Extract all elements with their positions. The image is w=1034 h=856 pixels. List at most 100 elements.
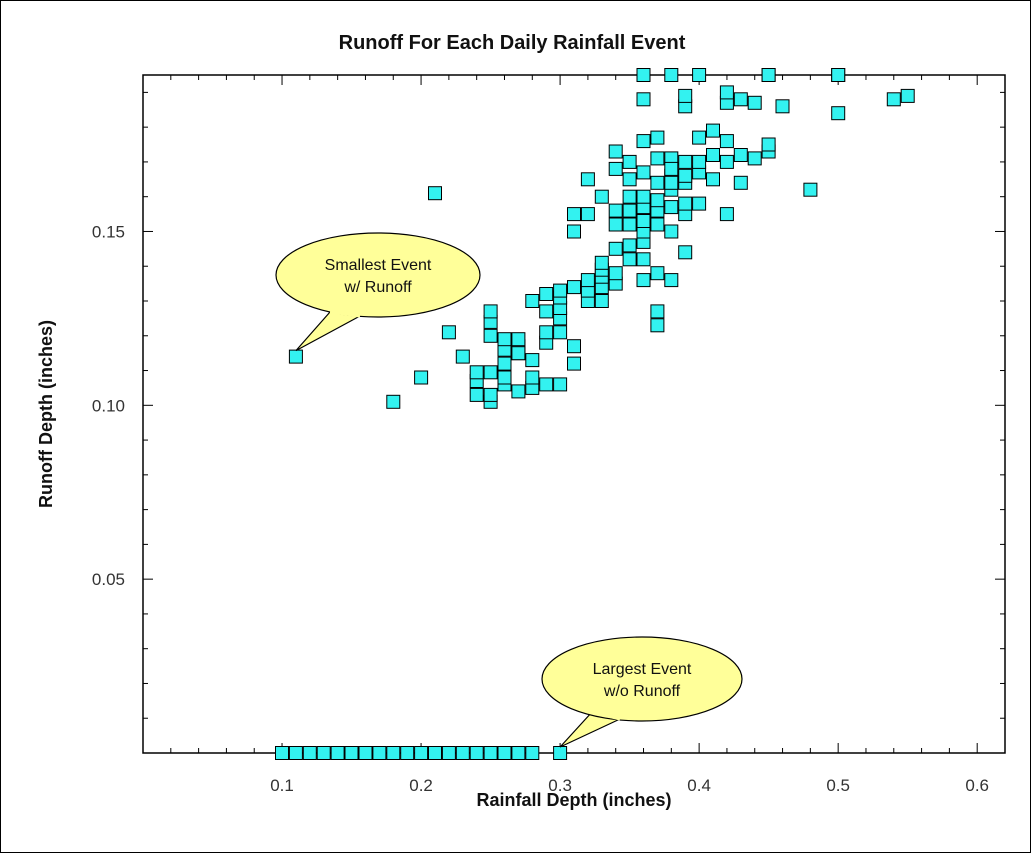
data-point bbox=[525, 746, 540, 760]
data-point bbox=[567, 224, 581, 239]
data-point bbox=[608, 241, 623, 256]
data-point bbox=[344, 746, 359, 760]
x-tick-label: 0.5 bbox=[826, 776, 850, 795]
data-point bbox=[650, 151, 665, 166]
data-point bbox=[483, 304, 498, 319]
data-point bbox=[622, 189, 637, 204]
callout-text: w/ Runoff bbox=[343, 279, 412, 296]
data-point bbox=[386, 394, 401, 409]
plot-area bbox=[142, 74, 1006, 754]
data-point bbox=[483, 365, 498, 380]
data-point bbox=[608, 144, 623, 159]
data-point bbox=[539, 325, 554, 340]
data-point bbox=[567, 356, 581, 371]
data-point bbox=[622, 252, 637, 267]
data-point bbox=[539, 287, 554, 301]
callout-tail-join bbox=[591, 710, 621, 721]
data-point bbox=[650, 318, 665, 333]
y-tick-label: 0.15 bbox=[92, 222, 125, 241]
data-point bbox=[469, 746, 484, 760]
data-point bbox=[386, 746, 401, 760]
data-point bbox=[733, 175, 748, 190]
data-point bbox=[650, 217, 665, 232]
data-point bbox=[414, 370, 429, 385]
data-point bbox=[525, 294, 540, 308]
y-tick-label: 0.10 bbox=[92, 396, 125, 415]
data-point bbox=[539, 304, 554, 319]
data-point bbox=[636, 134, 651, 149]
data-point bbox=[636, 92, 651, 107]
data-point bbox=[622, 238, 637, 253]
data-point bbox=[428, 186, 442, 201]
data-point bbox=[288, 349, 303, 364]
x-tick-label: 0.4 bbox=[687, 776, 711, 795]
data-point bbox=[664, 200, 679, 215]
data-point bbox=[497, 370, 512, 385]
data-point bbox=[831, 106, 846, 121]
data-point bbox=[469, 387, 484, 402]
data-point bbox=[664, 175, 679, 190]
data-point bbox=[511, 746, 526, 760]
data-point bbox=[288, 746, 303, 760]
data-point bbox=[414, 746, 429, 760]
data-point bbox=[594, 189, 609, 204]
data-point bbox=[511, 384, 526, 399]
data-point bbox=[511, 332, 526, 347]
data-point bbox=[761, 68, 776, 82]
data-point bbox=[650, 193, 665, 208]
data-point bbox=[692, 196, 707, 211]
data-point bbox=[706, 172, 720, 187]
data-point bbox=[692, 68, 707, 82]
data-point bbox=[636, 214, 651, 228]
data-point bbox=[747, 95, 762, 110]
data-point bbox=[539, 377, 554, 392]
data-point bbox=[608, 161, 623, 176]
data-point bbox=[678, 245, 693, 260]
data-point bbox=[733, 148, 748, 162]
data-point bbox=[678, 154, 693, 169]
data-point bbox=[483, 387, 498, 402]
data-point bbox=[553, 377, 568, 392]
data-point bbox=[608, 217, 623, 232]
data-point bbox=[622, 217, 637, 232]
data-point bbox=[719, 85, 734, 100]
data-point bbox=[441, 746, 456, 760]
callout-tail-join bbox=[329, 310, 361, 318]
data-point bbox=[525, 370, 540, 385]
data-point bbox=[678, 196, 693, 211]
data-point bbox=[692, 130, 707, 145]
data-point bbox=[330, 746, 345, 760]
data-point bbox=[497, 356, 512, 371]
x-axis-label: Rainfall Depth (inches) bbox=[476, 790, 671, 810]
callout-bubble bbox=[275, 232, 481, 318]
data-point bbox=[553, 283, 568, 298]
data-point bbox=[719, 154, 734, 169]
y-axis-label: Runoff Depth (inches) bbox=[36, 320, 56, 508]
data-point bbox=[775, 99, 790, 114]
data-point bbox=[719, 207, 734, 222]
data-point bbox=[469, 365, 484, 380]
data-point bbox=[316, 746, 331, 760]
data-point bbox=[567, 339, 581, 354]
data-point bbox=[678, 88, 693, 103]
data-point bbox=[455, 349, 470, 364]
data-point bbox=[636, 68, 651, 82]
data-point bbox=[400, 746, 415, 760]
data-point bbox=[706, 123, 720, 138]
callout-bubble bbox=[541, 636, 743, 722]
data-point bbox=[455, 746, 470, 760]
data-point bbox=[664, 68, 679, 82]
y-tick-labels: 0.050.100.15 bbox=[92, 222, 125, 589]
data-point bbox=[594, 255, 609, 270]
data-point bbox=[580, 207, 595, 222]
data-point bbox=[650, 175, 665, 190]
data-point bbox=[650, 266, 665, 281]
data-point bbox=[664, 273, 679, 288]
data-point bbox=[567, 207, 581, 222]
data-point bbox=[553, 746, 568, 760]
data-point bbox=[525, 353, 540, 368]
data-point bbox=[372, 746, 387, 760]
callout-text: Smallest Event bbox=[325, 257, 432, 274]
